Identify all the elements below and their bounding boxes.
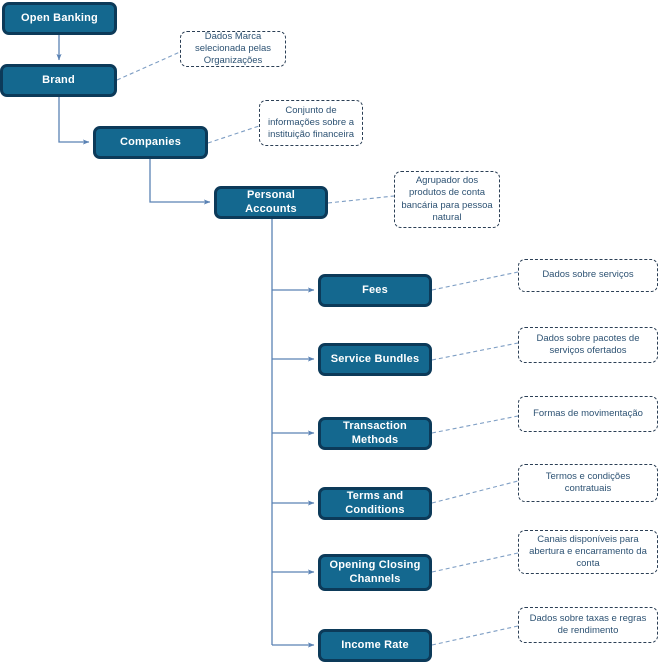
- note-income-rate: Dados sobre taxas e regras de rendimento: [518, 607, 658, 643]
- node-income-rate[interactable]: Income Rate: [318, 629, 432, 662]
- node-transaction-methods[interactable]: Transaction Methods: [318, 417, 432, 450]
- node-brand[interactable]: Brand: [0, 64, 117, 97]
- noteedge-fees: [431, 271, 519, 291]
- node-service-bundles[interactable]: Service Bundles: [318, 343, 432, 376]
- node-personal-accounts-label: Personal Accounts: [245, 189, 297, 215]
- note-brand: Dados Marca selecionada pelas Organizaçõ…: [180, 31, 286, 67]
- node-transaction-methods-label: Transaction Methods: [343, 420, 407, 446]
- node-opening-closing-channels-label: Opening Closing Channels: [329, 559, 421, 585]
- node-companies[interactable]: Companies: [93, 126, 208, 159]
- node-open-banking-label: Open Banking: [21, 11, 98, 24]
- noteedge-service-bundles: [431, 342, 519, 361]
- note-transaction-methods-text: Formas de movimentação: [533, 407, 643, 419]
- note-companies: Conjunto de informações sobre a institui…: [259, 100, 363, 146]
- noteedge-terms-and-conditions: [431, 480, 519, 504]
- noteedge-income-rate: [431, 625, 519, 646]
- noteedge-transaction-methods: [431, 415, 519, 434]
- note-terms-and-conditions: Termos e condições contratuais: [518, 464, 658, 502]
- note-transaction-methods: Formas de movimentação: [518, 396, 658, 432]
- note-fees: Dados sobre serviços: [518, 259, 658, 292]
- noteedge-personal-accounts: [327, 195, 395, 204]
- node-fees[interactable]: Fees: [318, 274, 432, 307]
- node-income-rate-label: Income Rate: [341, 638, 409, 651]
- node-fees-label: Fees: [362, 283, 388, 296]
- note-opening-closing-channels: Canais disponíveis para abertura e encar…: [518, 530, 658, 574]
- node-companies-label: Companies: [119, 135, 182, 148]
- noteedge-opening-closing-channels: [431, 552, 519, 573]
- note-terms-and-conditions-text: Termos e condições contratuais: [545, 470, 631, 494]
- node-opening-closing-channels[interactable]: Opening Closing Channels: [318, 554, 432, 591]
- note-brand-text: Dados Marca selecionada pelas Organizaçõ…: [194, 30, 272, 67]
- node-terms-and-conditions-label: Terms and Conditions: [345, 490, 405, 516]
- note-opening-closing-channels-text: Canais disponíveis para abertura e encar…: [529, 533, 647, 570]
- note-fees-text: Dados sobre serviços: [542, 269, 634, 281]
- note-service-bundles: Dados sobre pacotes de serviços ofertado…: [518, 327, 658, 363]
- note-income-rate-text: Dados sobre taxas e regras de rendimento: [529, 612, 647, 636]
- note-service-bundles-text: Dados sobre pacotes de serviços ofertado…: [536, 332, 640, 356]
- note-personal-accounts-text: Agrupador dos produtos de conta bancária…: [401, 175, 493, 223]
- node-service-bundles-label: Service Bundles: [330, 352, 420, 365]
- node-open-banking[interactable]: Open Banking: [2, 2, 117, 35]
- note-companies-text: Conjunto de informações sobre a institui…: [267, 104, 355, 141]
- noteedge-brand: [116, 51, 181, 81]
- note-personal-accounts: Agrupador dos produtos de conta bancária…: [394, 171, 500, 228]
- noteedge-companies: [207, 125, 260, 144]
- edge-companies-to-personal-accounts: [149, 159, 211, 205]
- node-brand-label: Brand: [42, 73, 75, 86]
- node-terms-and-conditions[interactable]: Terms and Conditions: [318, 487, 432, 520]
- edge-brand-to-companies: [58, 97, 90, 145]
- node-personal-accounts[interactable]: Personal Accounts: [214, 186, 328, 219]
